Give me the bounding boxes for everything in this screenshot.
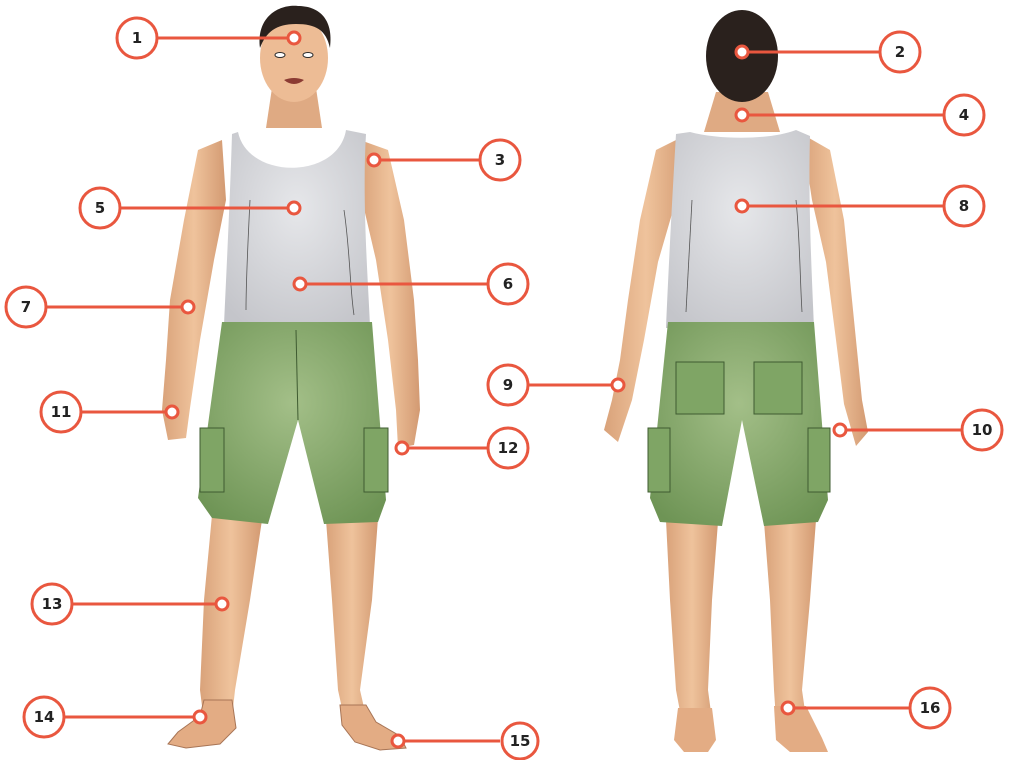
back-view-figure [604,10,868,752]
callout-label: 16 [920,699,941,717]
front-shorts [198,322,386,524]
back-right-foot [774,706,828,752]
front-left-eye [275,53,285,58]
front-right-leg [326,518,378,725]
callout-label: 14 [34,708,55,726]
front-view-figure [162,6,420,750]
callout-label: 10 [972,421,993,439]
callout-label: 6 [503,275,513,293]
callout-15: 15 [392,723,538,759]
callout-9: 9 [488,365,624,405]
front-left-leg [200,515,262,722]
callout-7: 7 [6,287,194,327]
callout-11: 11 [41,392,178,432]
callout-label: 11 [51,403,72,421]
callout-label: 2 [895,43,905,61]
callout-label: 4 [959,106,969,124]
callout-13: 13 [32,584,228,624]
callout-label: 9 [503,376,513,394]
front-right-eye [303,53,313,58]
back-shorts [650,322,828,526]
callout-label: 8 [959,197,969,215]
back-left-foot [674,708,716,752]
callout-label: 15 [510,732,531,750]
callout-label: 7 [21,298,31,316]
back-right-leg [764,520,816,720]
callout-label: 12 [498,439,519,457]
back-tank-top [666,130,814,328]
callout-label: 1 [132,29,142,47]
callout-label: 13 [42,595,63,613]
callout-label: 5 [95,199,105,217]
back-left-leg [666,520,718,722]
callout-label: 3 [495,151,505,169]
